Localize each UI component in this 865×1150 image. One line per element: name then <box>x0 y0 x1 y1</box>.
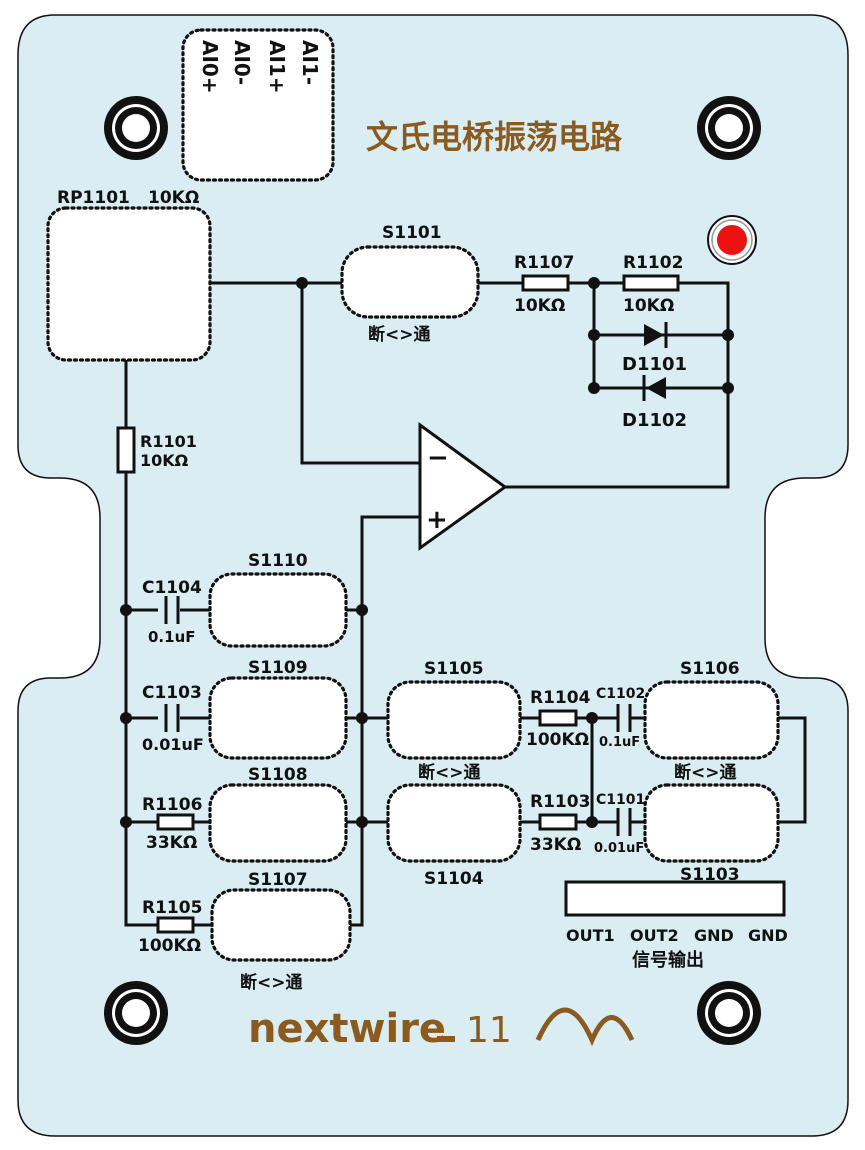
opamp-symbol <box>418 422 508 551</box>
resistor-r1102-ref: R1102 <box>623 253 683 273</box>
switch-s1105-slot[interactable] <box>386 680 522 760</box>
switch-s1101-slot[interactable] <box>340 245 480 319</box>
resistor-r1105 <box>156 916 195 934</box>
brand-model: 11 <box>466 1010 512 1051</box>
capacitor-c1101-ref: C1101 <box>596 792 645 808</box>
resistor-r1104-ref: R1104 <box>530 688 591 708</box>
switch-s1105-note: 断<>通 <box>418 762 481 783</box>
resistor-r1101-ref: R1101 <box>140 432 197 451</box>
resistor-r1102 <box>622 274 680 292</box>
mounting-hole-top-right <box>697 96 761 160</box>
diode-d1102-ref: D1102 <box>622 410 687 431</box>
resistor-r1102-value: 10KΩ <box>623 296 674 316</box>
switch-s1103-ref: S1103 <box>680 865 740 885</box>
switch-s1110-ref: S1110 <box>248 551 308 571</box>
capacitor-c1102-value: 0.1uF <box>599 735 640 750</box>
sine-wave-icon <box>535 1007 635 1047</box>
terminal-label-ai0-plus: AI0+ <box>198 40 222 94</box>
switch-s1110-slot[interactable] <box>208 572 348 648</box>
diode-d1102-symbol <box>642 375 666 401</box>
output-header-caption: 信号输出 <box>632 949 704 971</box>
potentiometer-value: 10KΩ <box>148 188 199 208</box>
terminal-label-ai1-minus: AI1- <box>298 40 322 85</box>
switch-s1108-ref: S1108 <box>248 765 308 785</box>
output-pin-out1: OUT1 <box>566 926 615 945</box>
opamp-minus-label: − <box>427 443 449 473</box>
resistor-r1105-value: 100KΩ <box>138 936 201 956</box>
output-header-connector[interactable] <box>564 880 786 917</box>
potentiometer-rp1101-slot[interactable] <box>46 206 212 362</box>
brand-underscore <box>437 1036 455 1042</box>
mounting-hole-top-left <box>104 96 168 160</box>
switch-s1109-slot[interactable] <box>208 676 348 760</box>
switch-s1101-note: 断<>通 <box>368 324 431 345</box>
resistor-r1103-value: 33KΩ <box>530 835 581 855</box>
board-title: 文氏电桥振荡电路 <box>366 118 623 156</box>
capacitor-c1104-value: 0.1uF <box>148 628 196 646</box>
capacitor-c1104-symbol <box>164 596 180 624</box>
mounting-hole-bottom-left <box>104 981 168 1045</box>
mounting-hole-bottom-right <box>697 981 761 1045</box>
switch-s1106-note: 断<>通 <box>674 762 737 783</box>
output-pin-gnd-2: GND <box>748 926 788 945</box>
switch-s1108-slot[interactable] <box>208 783 348 863</box>
terminal-connector-slot[interactable] <box>181 28 335 182</box>
resistor-r1105-ref: R1105 <box>142 898 202 918</box>
switch-s1104-ref: S1104 <box>424 869 484 889</box>
capacitor-c1101-symbol <box>616 808 632 836</box>
switch-s1109-ref: S1109 <box>248 658 308 678</box>
resistor-r1106-value: 33KΩ <box>146 833 197 853</box>
switch-s1106-slot[interactable] <box>643 680 780 760</box>
switch-s1103-slot[interactable] <box>643 783 780 863</box>
resistor-r1107-ref: R1107 <box>514 253 574 273</box>
switch-s1107-ref: S1107 <box>248 870 308 890</box>
capacitor-c1103-value: 0.01uF <box>142 735 204 754</box>
capacitor-c1103-ref: C1103 <box>142 683 202 703</box>
resistor-r1106-ref: R1106 <box>142 795 202 815</box>
terminal-label-ai1-plus: AI1+ <box>265 40 289 94</box>
resistor-r1106 <box>156 813 195 831</box>
switch-s1107-note: 断<>通 <box>240 972 303 993</box>
led-indicator <box>707 215 757 265</box>
capacitor-c1102-ref: C1102 <box>596 686 645 702</box>
diode-d1101-ref: D1101 <box>622 354 687 375</box>
resistor-r1103 <box>538 813 578 831</box>
diode-d1101-symbol <box>644 322 668 348</box>
output-pin-out2: OUT2 <box>630 926 679 945</box>
capacitor-c1103-symbol <box>164 704 180 732</box>
resistor-r1101 <box>116 426 136 474</box>
potentiometer-ref: RP1101 <box>57 188 130 208</box>
resistor-r1104 <box>538 709 578 727</box>
switch-s1107-slot[interactable] <box>210 888 352 962</box>
switch-s1106-ref: S1106 <box>680 659 740 679</box>
resistor-r1101-value: 10KΩ <box>140 451 189 470</box>
junction-dots <box>120 277 734 828</box>
output-pin-gnd-1: GND <box>694 926 734 945</box>
resistor-r1107 <box>521 274 570 292</box>
switch-s1105-ref: S1105 <box>424 659 484 679</box>
resistor-r1103-ref: R1103 <box>530 792 590 812</box>
switch-s1101-ref: S1101 <box>382 223 442 243</box>
brand-name: nextwire <box>248 1006 446 1052</box>
switch-s1104-slot[interactable] <box>386 783 522 863</box>
capacitor-c1104-ref: C1104 <box>142 578 202 598</box>
opamp-plus-label: + <box>426 505 448 535</box>
resistor-r1104-value: 100KΩ <box>526 730 589 750</box>
resistor-r1107-value: 10KΩ <box>514 296 565 316</box>
terminal-label-ai0-minus: AI0- <box>230 40 254 85</box>
board-outline <box>17 14 849 1137</box>
capacitor-c1102-symbol <box>616 704 632 732</box>
capacitor-c1101-value: 0.01uF <box>594 841 644 856</box>
